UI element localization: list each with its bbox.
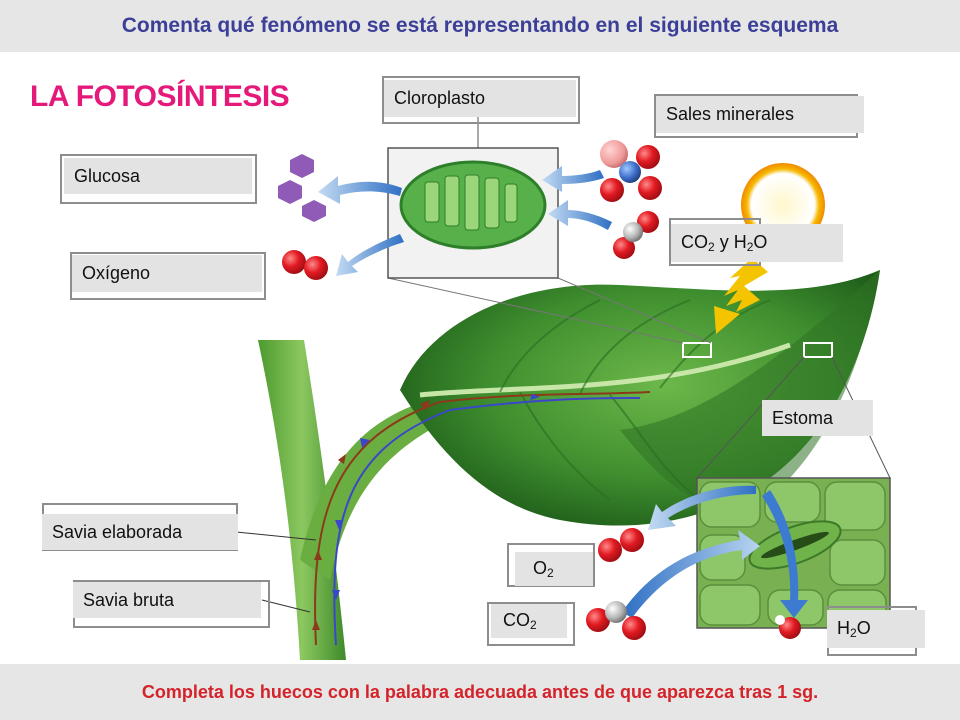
- stoma-marker: [803, 342, 833, 358]
- diagram-title: LA FOTOSÍNTESIS: [30, 80, 290, 113]
- label-frame: [70, 252, 266, 300]
- label-frame: [382, 76, 580, 124]
- arrow-h2o-out: [762, 490, 808, 618]
- label-glucose[interactable]: Glucosa: [64, 158, 252, 194]
- stoma-marker: [682, 342, 712, 358]
- label-frame: [487, 602, 575, 646]
- glucose-molecule: [278, 180, 302, 204]
- arrow-to-glucose: [318, 176, 402, 204]
- arrow-co2-in: [622, 530, 760, 618]
- footer-instruction: Completa los huecos con la palabra adecu…: [141, 681, 819, 702]
- label-frame: [60, 154, 257, 204]
- plant-stem: [258, 340, 346, 660]
- leaf-midrib: [419, 342, 791, 398]
- label-co2-h2o[interactable]: CO2 y H2O: [671, 224, 843, 262]
- phloem-line: [333, 397, 641, 646]
- label-oxygen[interactable]: Oxígeno: [72, 255, 262, 292]
- arrow-to-oxygen: [336, 234, 404, 276]
- label-mineral-salts[interactable]: Sales minerales: [656, 96, 864, 133]
- light-bolt: [724, 258, 768, 312]
- label-h2o[interactable]: H2O: [827, 610, 925, 648]
- label-stoma[interactable]: Estoma: [762, 400, 873, 436]
- photosynthesis-illustration: [235, 110, 891, 660]
- header-question: Comenta qué fenómeno se está representan…: [121, 14, 839, 37]
- glucose-molecule: [290, 154, 314, 178]
- leaf-fold: [620, 270, 880, 509]
- footer-banner: Completa los huecos con la palabra adecu…: [0, 664, 960, 720]
- label-frame: [507, 543, 595, 587]
- arrow-in-co2: [548, 200, 612, 230]
- label-co2[interactable]: CO2: [491, 604, 567, 638]
- glucose-molecule: [302, 200, 326, 222]
- label-o2[interactable]: O2: [515, 552, 593, 586]
- header-banner: Comenta qué fenómeno se está representan…: [0, 0, 960, 52]
- xylem-line: [314, 391, 651, 646]
- label-elaborated-sap[interactable]: Savia elaborada: [42, 514, 238, 550]
- label-raw-sap[interactable]: Savia bruta: [73, 582, 261, 618]
- arrow-in-salts: [542, 166, 604, 192]
- arrow-o2-out: [648, 485, 756, 530]
- label-chloroplast[interactable]: Cloroplasto: [384, 80, 576, 117]
